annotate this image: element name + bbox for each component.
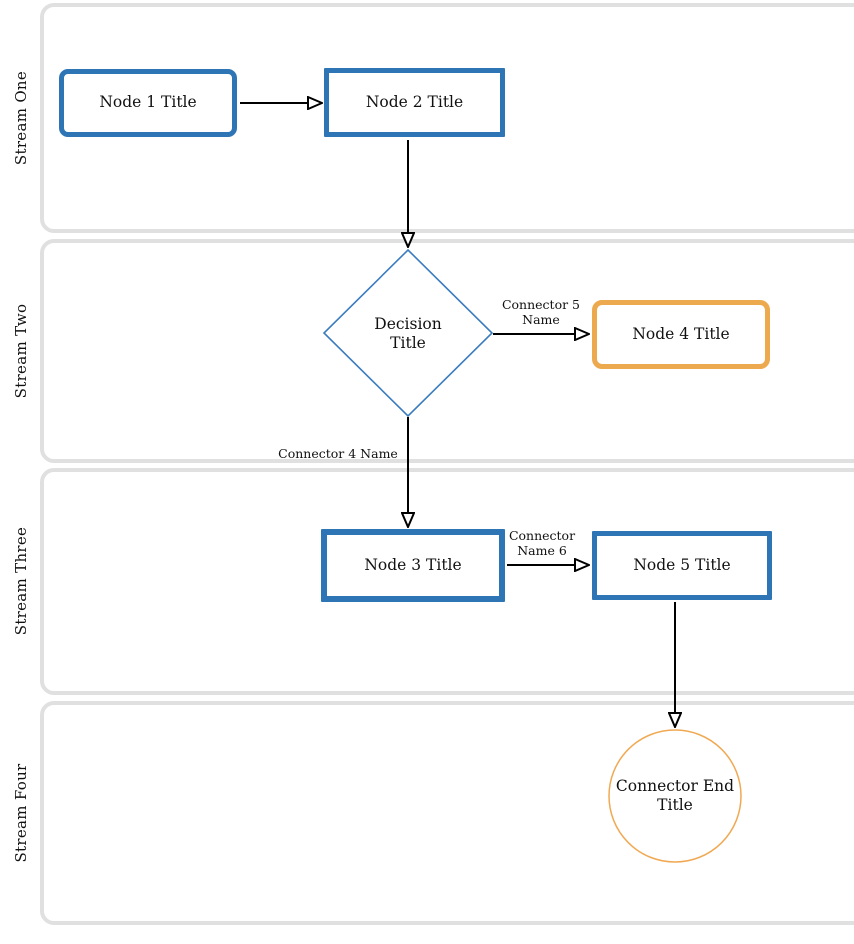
node-3[interactable]: Node 3 Title: [321, 529, 505, 602]
connector-6-label: Connector Name 6: [508, 528, 576, 558]
decision-diamond-shape[interactable]: [322, 248, 494, 418]
node-2[interactable]: Node 2 Title: [324, 68, 505, 137]
connector-5-label: Connector 5 Name: [501, 297, 581, 327]
node-4[interactable]: Node 4 Title: [592, 300, 770, 369]
end-circle-shape[interactable]: [608, 729, 742, 863]
node-1-title: Node 1 Title: [99, 93, 197, 112]
decision-title: Decision Title: [374, 315, 442, 353]
node-2-title: Node 2 Title: [365, 92, 464, 111]
node-1[interactable]: Node 1 Title: [59, 69, 237, 137]
node-4-title: Node 4 Title: [632, 324, 730, 343]
node-5-title: Node 5 Title: [633, 555, 731, 574]
connector-4-label: Connector 4 Name: [278, 446, 398, 461]
end-circle-title: Connector End Title: [615, 777, 735, 815]
node-5[interactable]: Node 5 Title: [592, 531, 772, 600]
node-3-title: Node 3 Title: [364, 555, 462, 574]
